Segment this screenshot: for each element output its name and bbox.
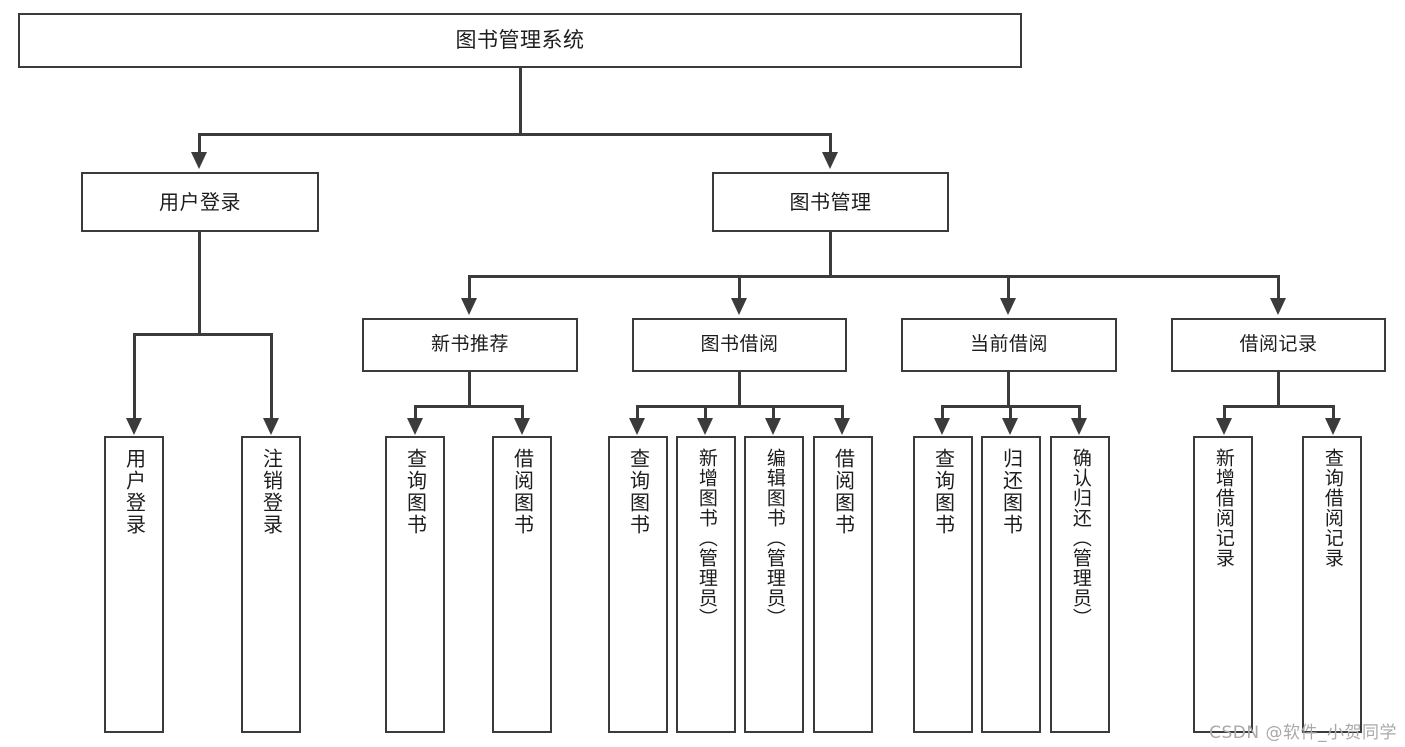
node-label: 查询借阅记录: [1321, 448, 1344, 568]
leaf-return-book[interactable]: 归还图书: [981, 436, 1041, 733]
node-label: 查询图书: [931, 448, 956, 536]
edge-root-stem: [519, 68, 522, 135]
arrowhead-new-book-recommend: [461, 298, 477, 315]
edge-cb-leaf-1: [941, 405, 944, 421]
node-label: 新增图书（管理员）: [695, 448, 718, 628]
edge-new-book-recommend-stem: [468, 372, 471, 407]
node-label: 归还图书: [999, 448, 1024, 536]
edge-new-book-recommend-bus: [414, 405, 524, 408]
node-label: 借阅记录: [1239, 333, 1318, 356]
edge-user-login-leaf-1: [133, 333, 136, 421]
leaf-user-login[interactable]: 用户登录: [104, 436, 164, 733]
leaf-add-borrow-record[interactable]: 新增借阅记录: [1193, 436, 1253, 733]
node-label: 图书管理: [789, 189, 872, 214]
edge-current-borrow-stem: [1007, 372, 1010, 407]
leaf-logout[interactable]: 注销登录: [241, 436, 301, 733]
edge-bb-leaf-1: [636, 405, 639, 421]
leaf-borrow-book-recommend[interactable]: 借阅图书: [492, 436, 552, 733]
arrowhead-leaf-user-login: [126, 418, 142, 435]
arrowhead-bb-leaf-2: [697, 418, 713, 435]
arrowhead-borrow-record: [1270, 298, 1286, 315]
edge-cb-leaf-2: [1009, 405, 1012, 421]
node-label: 确认归还（管理员）: [1069, 448, 1092, 628]
node-label: 查询图书: [403, 448, 428, 536]
edge-book-borrow-stem: [738, 372, 741, 407]
node-user-login[interactable]: 用户登录: [81, 172, 319, 232]
edge-book-borrow-bus: [636, 405, 844, 408]
node-label: 借阅图书: [510, 448, 535, 536]
edge-user-login-leaf-2: [270, 333, 273, 421]
node-label: 用户登录: [159, 189, 241, 214]
arrowhead-cb-leaf-2: [1002, 418, 1018, 435]
node-label: 新书推荐: [430, 333, 509, 356]
node-current-borrow[interactable]: 当前借阅: [901, 318, 1117, 372]
arrowhead-bb-leaf-3: [765, 418, 781, 435]
arrowhead-book-management: [822, 152, 838, 169]
node-label: 图书管理系统: [455, 28, 585, 53]
edge-level3-bus: [468, 275, 1280, 278]
arrowhead-bb-leaf-4: [834, 418, 850, 435]
node-book-borrow[interactable]: 图书借阅: [632, 318, 847, 372]
edge-to-borrow-record: [1277, 275, 1280, 301]
edge-borrow-record-stem: [1277, 372, 1280, 407]
arrowhead-cb-leaf-1: [934, 418, 950, 435]
edge-user-login-stem: [198, 232, 201, 335]
edge-user-login-bus: [133, 333, 272, 336]
edge-bb-leaf-3: [772, 405, 775, 421]
node-label: 用户登录: [122, 448, 147, 536]
arrowhead-book-borrow: [731, 298, 747, 315]
arrowhead-br-leaf-1: [1216, 418, 1232, 435]
edge-level2-bus: [198, 133, 832, 136]
arrowhead-nbr-leaf-1: [407, 418, 423, 435]
node-label: 借阅图书: [831, 448, 856, 536]
node-book-management-system[interactable]: 图书管理系统: [18, 13, 1022, 68]
edge-nbr-leaf-2: [521, 405, 524, 421]
edge-to-book-management: [829, 133, 832, 155]
node-label: 查询图书: [626, 448, 651, 536]
node-new-book-recommend[interactable]: 新书推荐: [362, 318, 578, 372]
arrowhead-user-login: [191, 152, 207, 169]
leaf-query-book[interactable]: 查询图书: [608, 436, 668, 733]
node-borrow-record[interactable]: 借阅记录: [1171, 318, 1386, 372]
node-label: 注销登录: [259, 448, 284, 536]
leaf-query-borrow-record[interactable]: 查询借阅记录: [1302, 436, 1362, 733]
edge-to-book-borrow: [738, 275, 741, 301]
arrowhead-nbr-leaf-2: [514, 418, 530, 435]
watermark: CSDN @软件_小贺同学: [1209, 723, 1397, 743]
node-book-management[interactable]: 图书管理: [712, 172, 949, 232]
edge-borrow-record-bus: [1223, 405, 1335, 408]
edge-book-management-stem: [829, 232, 832, 277]
leaf-confirm-return-admin[interactable]: 确认归还（管理员）: [1050, 436, 1110, 733]
edge-bb-leaf-4: [841, 405, 844, 421]
leaf-add-book-admin[interactable]: 新增图书（管理员）: [676, 436, 736, 733]
edge-to-user-login: [198, 133, 201, 155]
edge-br-leaf-1: [1223, 405, 1226, 421]
edge-bb-leaf-2: [704, 405, 707, 421]
arrowhead-current-borrow: [1000, 298, 1016, 315]
leaf-edit-book-admin[interactable]: 编辑图书（管理员）: [744, 436, 804, 733]
node-label: 新增借阅记录: [1212, 448, 1235, 568]
leaf-borrow-book[interactable]: 借阅图书: [813, 436, 873, 733]
node-label: 图书借阅: [700, 333, 779, 356]
edge-br-leaf-2: [1332, 405, 1335, 421]
arrowhead-br-leaf-2: [1325, 418, 1341, 435]
edge-to-new-book-recommend: [468, 275, 471, 301]
leaf-query-book-recommend[interactable]: 查询图书: [385, 436, 445, 733]
edge-cb-leaf-3: [1078, 405, 1081, 421]
arrowhead-leaf-logout: [263, 418, 279, 435]
arrowhead-cb-leaf-3: [1071, 418, 1087, 435]
leaf-query-book-current[interactable]: 查询图书: [913, 436, 973, 733]
arrowhead-bb-leaf-1: [629, 418, 645, 435]
edge-nbr-leaf-1: [414, 405, 417, 421]
node-label: 编辑图书（管理员）: [763, 448, 786, 628]
edge-to-current-borrow: [1007, 275, 1010, 301]
node-label: 当前借阅: [969, 333, 1048, 356]
